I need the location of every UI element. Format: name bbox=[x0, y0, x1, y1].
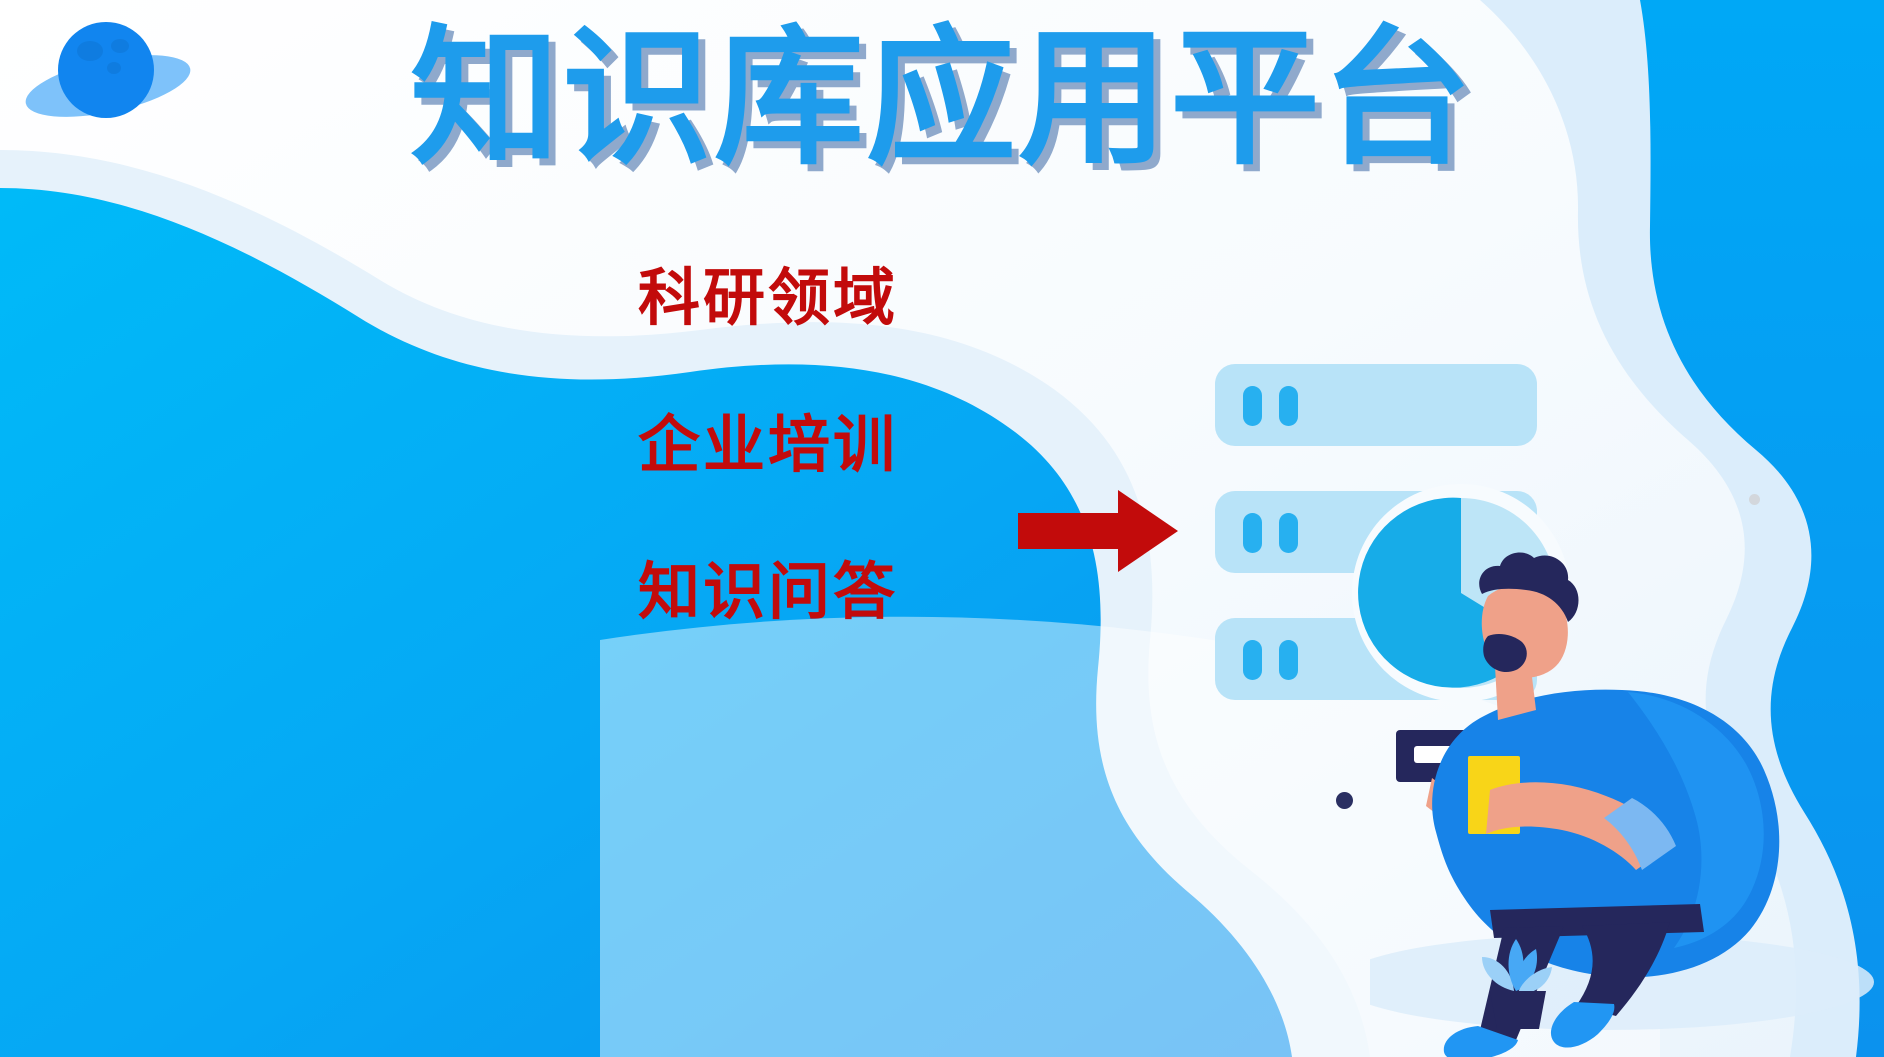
beard bbox=[1483, 634, 1527, 673]
leg-front bbox=[1576, 922, 1670, 1016]
planet-crater-2 bbox=[111, 39, 129, 53]
feature-item-enterprise-training[interactable]: 企业培训 bbox=[638, 411, 899, 480]
right-arrow-icon bbox=[1018, 490, 1178, 572]
planet-icon bbox=[25, 22, 191, 118]
server-led-icon bbox=[1279, 513, 1298, 553]
decor-dot-navy bbox=[1336, 792, 1353, 809]
shoe-back bbox=[1443, 1026, 1518, 1057]
server-led-icon bbox=[1243, 640, 1262, 680]
feature-list: 科研领域 企业培训 知识问答 bbox=[638, 268, 898, 624]
server-led-icon bbox=[1279, 386, 1298, 426]
plant-leaf-mid-right bbox=[1515, 949, 1538, 991]
server-led-icon bbox=[1243, 386, 1262, 426]
feature-item-knowledge-qa[interactable]: 知识问答 bbox=[638, 558, 899, 627]
planet-crater-3 bbox=[107, 62, 121, 74]
server-bar-1 bbox=[1215, 364, 1537, 446]
person-illustration bbox=[1370, 552, 1874, 1057]
sleeve-cuff bbox=[1604, 798, 1676, 870]
shoe-front bbox=[1550, 1002, 1615, 1048]
potted-plant-icon bbox=[1482, 939, 1552, 1029]
plant-leaf-right bbox=[1518, 967, 1552, 994]
decor-dot-gray bbox=[1749, 494, 1760, 505]
plant-leaf-left bbox=[1482, 957, 1514, 991]
page-title: 知识库应用平台 bbox=[409, 14, 1474, 182]
feature-item-research[interactable]: 科研领域 bbox=[638, 264, 899, 333]
shoulder-highlight bbox=[1628, 692, 1764, 948]
plant-pot bbox=[1490, 991, 1546, 1029]
hair bbox=[1479, 552, 1579, 622]
server-led-icon bbox=[1279, 640, 1298, 680]
planet-crater-1 bbox=[77, 41, 103, 61]
server-led-icon bbox=[1243, 513, 1262, 553]
